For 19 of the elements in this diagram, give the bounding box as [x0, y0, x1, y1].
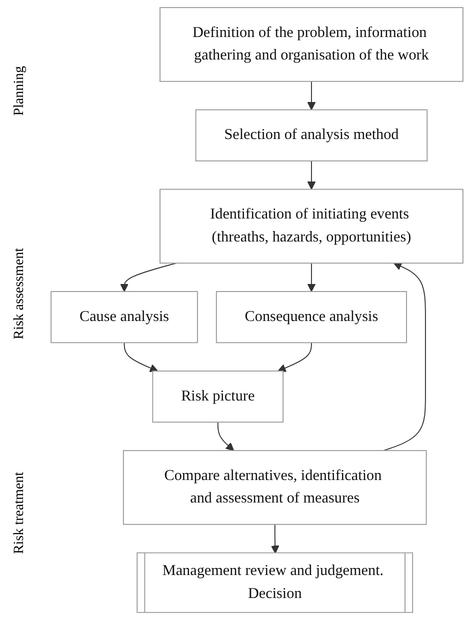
arrow	[270, 524, 280, 554]
section-label: Risk treatment	[12, 472, 28, 554]
arrow	[278, 342, 312, 372]
arrow	[307, 80, 316, 110]
node-box: Cause analysis	[50, 291, 198, 344]
node-box: Definition of the problem, information gathering and organisation of the work	[160, 7, 464, 82]
arrow	[307, 262, 316, 292]
node-box: Identification of initiating events (threaths, hazards, opportunities)	[160, 188, 464, 264]
node-box: Risk picture	[152, 370, 284, 423]
arrow	[307, 160, 316, 190]
arrow	[383, 262, 426, 452]
node-box: Consequence analysis	[216, 291, 407, 344]
node-box: Selection of analysis method	[195, 109, 428, 162]
arrow	[120, 262, 177, 292]
section-label: Planning	[12, 66, 28, 116]
node-box: Compare alternatives, identification and assessment of measures	[122, 450, 427, 525]
arrow	[217, 422, 234, 451]
arrow	[124, 342, 158, 372]
section-label: Risk assessment	[12, 248, 28, 340]
